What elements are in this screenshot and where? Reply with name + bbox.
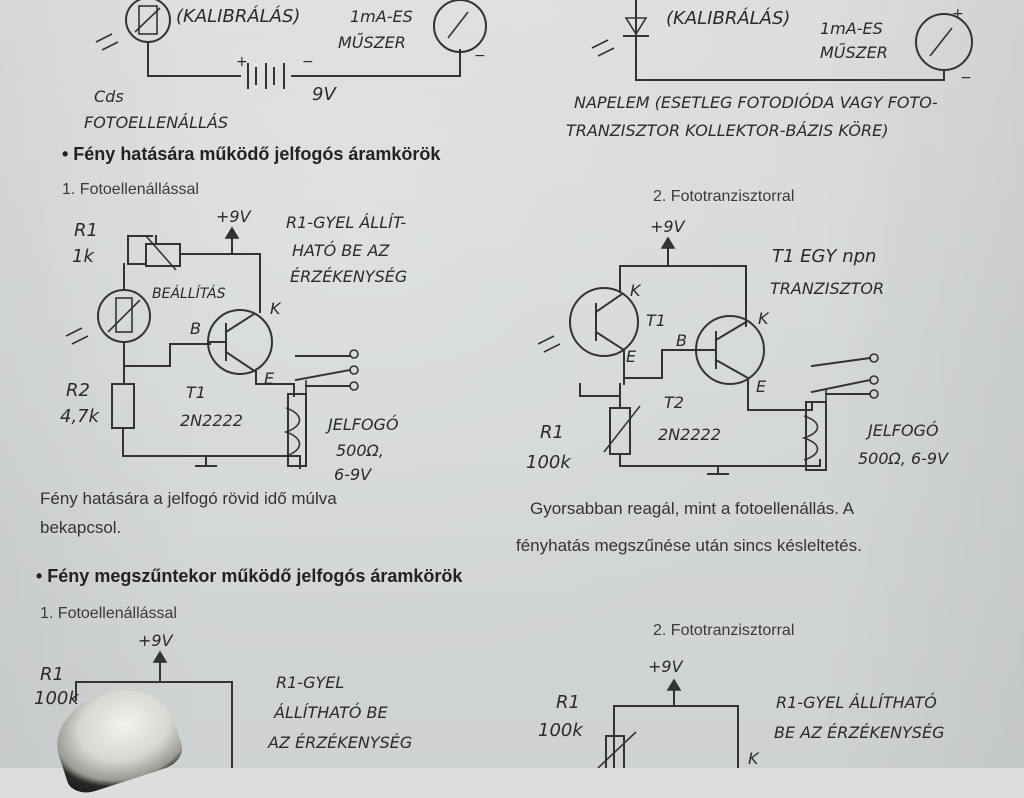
subtitle-phototransistor-1: 2. Fototranzisztorral	[653, 188, 795, 205]
r1-label-s1l: R1	[74, 220, 98, 241]
note-s1l-2: HATÓ BE AZ	[292, 241, 390, 260]
circuit-phototransistor-relay: +9V T1 EGY npn TRANZISZTOR K T1 E B K E …	[526, 217, 949, 475]
collector-label-t1: K	[630, 281, 642, 300]
r2-label: R2	[66, 380, 90, 401]
cds-label: Cds	[94, 87, 124, 106]
circuit-light-off-phototransistor: +9V R1 100k R1-GYEL ÁLLÍTHATÓ BE AZ ÉRZÉ…	[538, 657, 944, 768]
r2-value: 4,7k	[60, 406, 101, 427]
collector-label-s2r: K	[748, 749, 760, 768]
note-s2l-1: R1-GYEL	[276, 673, 344, 692]
relay-s1l-2: 500Ω,	[336, 441, 384, 460]
t1-type-s1l: 2N2222	[180, 411, 243, 430]
emitter-label-s1l: E	[264, 369, 275, 388]
t2-label: T2	[664, 393, 684, 412]
r1-value-s1r: 100k	[526, 452, 572, 473]
subtitle-photoresistor-1: 1. Fotoellenállással	[62, 181, 199, 198]
svg-text:+: +	[236, 54, 248, 70]
t1-note-2: TRANZISZTOR	[770, 279, 884, 298]
note-s1l-3: ÉRZÉKENYSÉG	[290, 267, 407, 286]
solar-cell-note-1: NAPELEM (ESETLEG FOTODIÓDA VAGY FOTO-	[574, 93, 938, 112]
r1-value-s2l: 100k	[34, 688, 80, 709]
r1-value-s1l: 1k	[72, 246, 95, 267]
r1-label-s2l: R1	[40, 664, 64, 685]
relay-s1r-2: 500Ω, 6-9V	[858, 449, 949, 468]
r1-value-s2r: 100k	[538, 720, 584, 741]
caption-left-line-1: Fény hatására a jelfogó rövid idő múlva	[40, 489, 337, 508]
t2-type: 2N2222	[658, 425, 721, 444]
meter-label-right-1: 1mA-ES	[820, 19, 883, 38]
svg-text:−: −	[960, 70, 972, 86]
note-s2r-1: R1-GYEL ÁLLÍTHATÓ	[776, 693, 937, 712]
caption-left-line-2: bekapcsol.	[40, 518, 122, 537]
adjust-label: BEÁLLÍTÁS	[152, 285, 226, 302]
note-s2l-3: AZ ÉRZÉKENYSÉG	[267, 733, 412, 752]
supply-s1r: +9V	[650, 217, 686, 236]
photoresistor-label: FOTOELLENÁLLÁS	[84, 113, 228, 132]
t1-label-s1l: T1	[186, 383, 206, 402]
relay-s1l-1: JELFOGÓ	[325, 415, 399, 434]
meter-label-right-2: MŰSZER	[820, 42, 888, 62]
top-left-meter-circuit: + − − (KALIBRÁLÁS) 1mA-ES MŰSZER 9V Cds …	[84, 0, 487, 132]
supply-s2r: +9V	[648, 657, 684, 676]
caption-right-line-1: Gyorsabban reagál, mint a fotoellenállás…	[530, 499, 855, 518]
svg-text:−: −	[474, 48, 486, 64]
subtitle-phototransistor-2: 2. Fototranzisztorral	[653, 622, 795, 639]
calib-label-right: (KALIBRÁLÁS)	[666, 7, 790, 29]
r1-label-s1r: R1	[540, 422, 564, 443]
calib-label-left: (KALIBRÁLÁS)	[176, 5, 300, 27]
collector-label-t2: K	[758, 309, 770, 328]
collector-label-s1l: K	[270, 299, 282, 318]
svg-text:+: +	[952, 6, 964, 22]
t1-label-s1r: T1	[646, 311, 666, 330]
caption-right-line-2: fényhatás megszűnése után sincs késlelte…	[516, 536, 862, 555]
base-label-s1r: B	[676, 331, 687, 350]
r1-label-s2r: R1	[556, 692, 580, 713]
note-s2r-2: BE AZ ÉRZÉKENYSÉG	[774, 723, 944, 742]
relay-s1l-3: 6-9V	[334, 465, 372, 484]
circuit-photoresistor-relay: R1 1k +9V R1-GYEL ÁLLÍT- HATÓ BE AZ ÉRZÉ…	[60, 207, 407, 484]
relay-s1r-1: JELFOGÓ	[865, 421, 939, 440]
solar-cell-note-2: TRANZISZTOR KOLLEKTOR-BÁZIS KÖRE)	[566, 121, 888, 140]
section-heading-light-off: • Fény megszűntekor működő jelfogós áram…	[36, 566, 463, 586]
t1-note-1: T1 EGY npn	[772, 246, 876, 267]
supply-s2l: +9V	[138, 631, 174, 650]
emitter-label-t1: E	[626, 347, 637, 366]
note-s1l-1: R1-GYEL ÁLLÍT-	[286, 213, 406, 232]
battery-voltage: 9V	[312, 84, 337, 105]
subtitle-photoresistor-2: 1. Fotoellenállással	[40, 605, 177, 622]
base-label-s1l: B	[190, 319, 201, 338]
meter-label-left-2: MŰSZER	[338, 32, 406, 52]
meter-label-left-1: 1mA-ES	[350, 7, 413, 26]
svg-text:−: −	[302, 54, 314, 70]
emitter-label-t2: E	[756, 377, 767, 396]
section-heading-light-on: • Fény hatására működő jelfogós áramkörö…	[62, 144, 441, 164]
top-right-meter-circuit: + − (KALIBRÁLÁS) 1mA-ES MŰSZER NAPELEM (…	[566, 0, 973, 140]
note-s2l-2: ÁLLÍTHATÓ BE	[273, 703, 389, 722]
supply-s1l: +9V	[216, 207, 252, 226]
schematics-canvas: + − − (KALIBRÁLÁS) 1mA-ES MŰSZER 9V Cds …	[34, 0, 973, 768]
circuit-light-off-photoresistor: +9V R1 100k R1-GYEL ÁLLÍTHATÓ BE AZ ÉRZÉ…	[34, 631, 412, 768]
